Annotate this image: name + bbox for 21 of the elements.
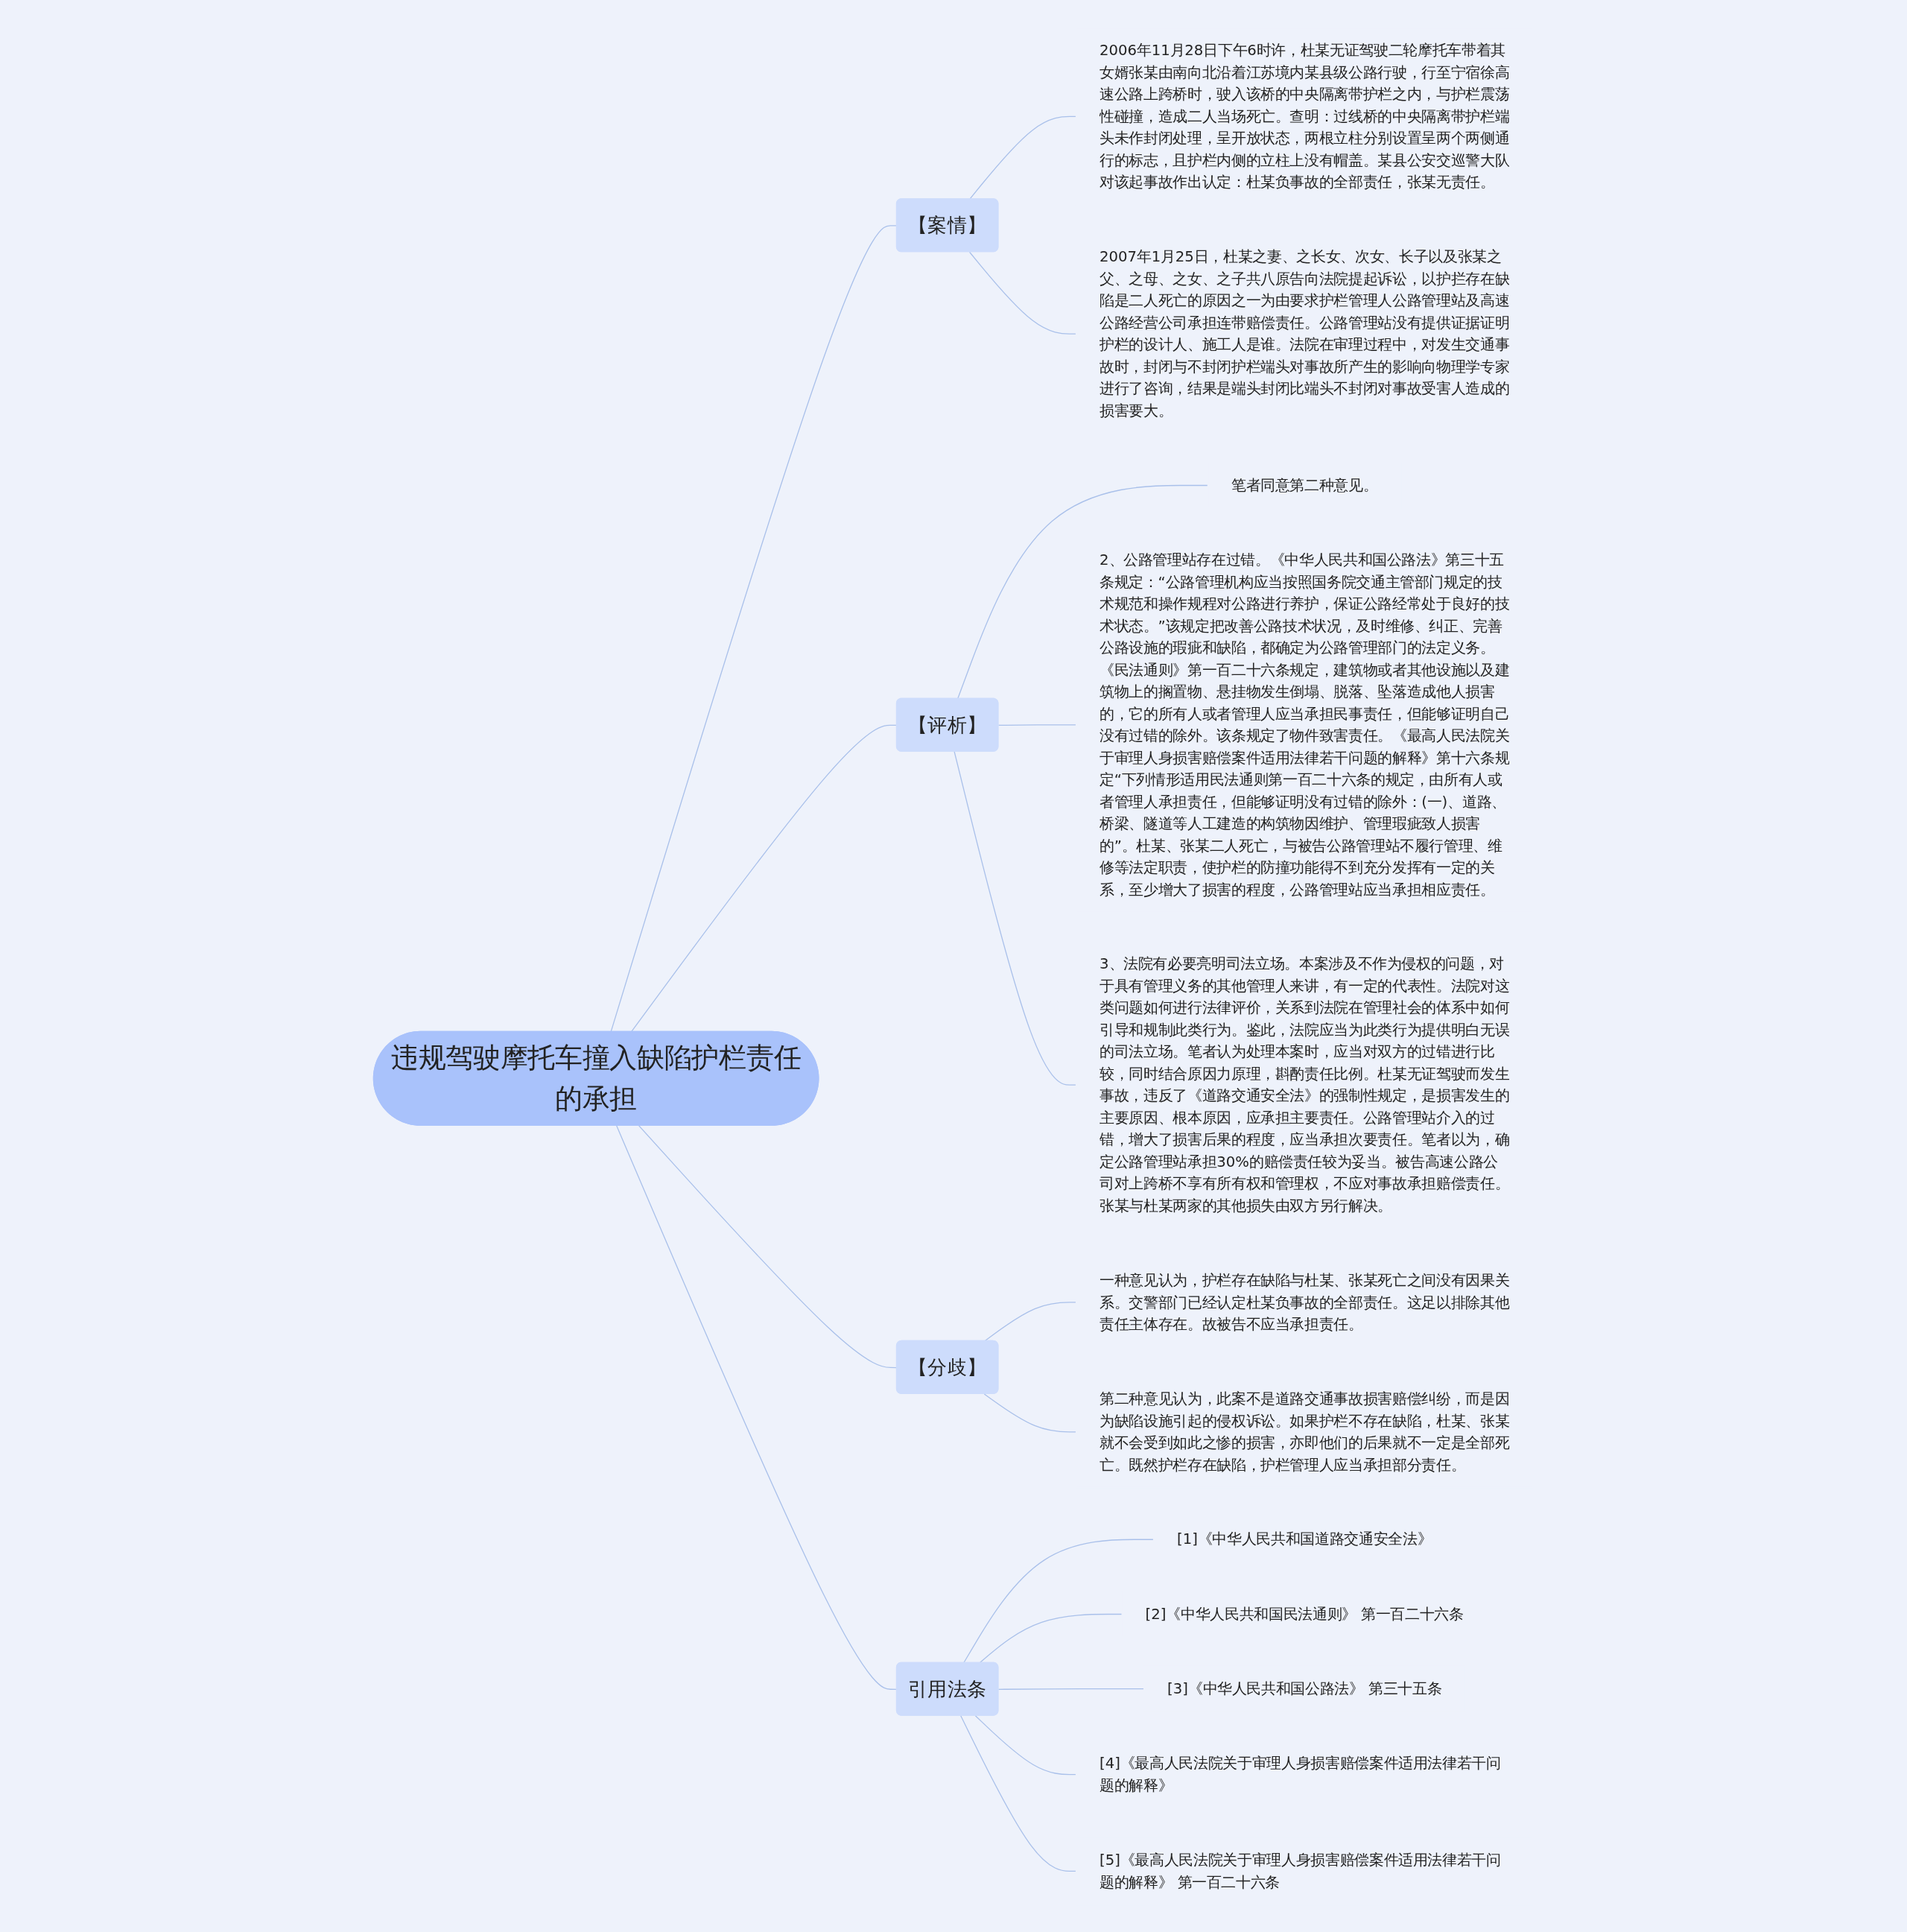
node-text: 一种意见认为，护栏存在缺陷与杜某、张某死亡之间没有因果关系。交警部门已经认定杜某负事故的全部责任。这足以排除其他责任主体存在。故被告不应当承担责任。 [1100,1270,1510,1333]
node-text: [1]《中华人民共和国道路交通安全法》 [1177,1530,1432,1548]
node-text: [2]《中华人民共和国民法通则》 第一百二十六条 [1146,1604,1465,1623]
connector [969,251,1077,335]
node-text: [5]《最高人民法院关于审理人身损害赔偿案件适用法律若干问题的解释》 第一百二十六条 [1100,1850,1502,1891]
node-text: 3、法院有必要亮明司法立场。本案涉及不作为侵权的问题，对于具有管理义务的其他管理人来讲，有一定的代表性。法院对这类问题如何进行法律评价，关系到法院在管理社会的体系中如何引导和规制此类行为。鉴此，法院应当为此类行为提供明白无误的司法立场。笔者认为处理本案时，应当对双方的过错进行比较，同时结合原因力原理，斟酌责任比例。杜某无证驾驶而发生事故，违反了《道路交通安全法》的强制性规定，是损害发生的主要原因、根本原因，应承担主要责任。公路管理站介入的过错，增大了损害后果的程度，应当承担次要责任。笔者以为，确定公路管理站承担30%的赔偿责任较为妥当。被告高速公路公司对上跨桥不享有所有权和管理权，不应对事故承担赔偿责任。张某与杜某两家的其他损失由双方另行解决。 [1100,954,1510,1214]
connector [998,1688,1145,1690]
connector [954,750,1077,1086]
node-text: [3]《中华人民共和国公路法》 第三十五条 [1167,1679,1442,1697]
node-text: 第二种意见认为，此案不是道路交通事故损害赔偿纠纷，而是因为缺陷设施引起的侵权诉讼。如果护栏不存在缺陷，杜某、张某就不会受到如此之惨的损害，亦即他们的后果就不一定是全部死亡。既然护栏存在缺陷，护栏管理人应当承担部分责任。 [1100,1390,1510,1474]
connector [984,1301,1077,1342]
node-text: [4]《最高人民法院关于审理人身损害赔偿案件适用法律若干问题的解释》 [1100,1754,1502,1794]
node-text: 2006年11月28日下午6时许，杜某无证驾驶二轮摩托车带着其女婿张某由南向北沿着江苏境内某县级公路行驶，行至宁宿徐高速公路上跨桥时，驶入该桥的中央隔离带护栏之内，与护栏震荡性碰撞，造成二人当场死亡。查明：过线桥的中央隔离带护栏端头未作封闭处理，呈开放状态，两根立柱分别设置呈两个两侧通行的标志，且护栏内侧的立柱上没有帽盖。某县公安交巡警大队对该起事故作出认定：杜某负事故的全部责任，张某无责任。 [1100,41,1510,191]
node-text: 笔者同意第二种意见。 [1231,475,1378,494]
connector [975,1714,1077,1775]
connector [984,1393,1077,1432]
connector [998,723,1077,726]
node-text: 2007年1月25日，杜某之妻、之长女、次女、长子以及张某之父、之母、之女、之子共八原告向法院提起诉讼，以护拦存在缺陷是二人死亡的原因之一为由要求护栏管理人公路管理站及高速公路经营公司承担连带赔偿责任。公路管理站没有提供证据证明护栏的设计人、施工人是谁。法院在审理过程中，对发生交通事故时，封闭与不封闭护栏端头对事故所产生的影响向物理学专家进行了咨询，结果是端头封闭比端头不封闭对事故受害人造成的损害要大。 [1100,247,1510,419]
connector [960,1714,1077,1872]
node-text: 2、公路管理站存在过错。《中华人民共和国公路法》第三十五条规定：“公路管理机构应当按照国务院交通主管部门规定的技术规范和操作规程对公路进行养护，保证公路经常处于良好的技术状态。”该规定把改善公路技术状况，及时维修、纠正、完善公路设施的瑕疵和缺陷，都确定为公路管理部门的法定义务。《民法通则》第一百二十六条规定，建筑物或者其他设施以及建筑物上的搁置物、悬挂物发生倒塌、脱落、坠落造成他人损害的，它的所有人或者管理人应当承担民事责任，但能够证明自己没有过错的除外。该条规定了物件致害责任。《最高人民法院关于审理人身损害赔偿案件适用法律若干问题的解释》第十六条规定“下列情形适用民法通则第一百二十六条的规定，由所有人或者管理人承担责任，但能够证明没有过错的除外：(一)、道路、桥梁、隧道等人工建造的构筑物因维护、管理瑕疵致人损害的”。杜某、张某二人死亡，与被告公路管理站不履行管理、维修等法定职责，使护栏的防撞功能得不到充分发挥有一定的关系，至少增大了损害的程度，公路管理站应当承担相应责任。 [1100,551,1510,898]
connector [969,115,1077,200]
